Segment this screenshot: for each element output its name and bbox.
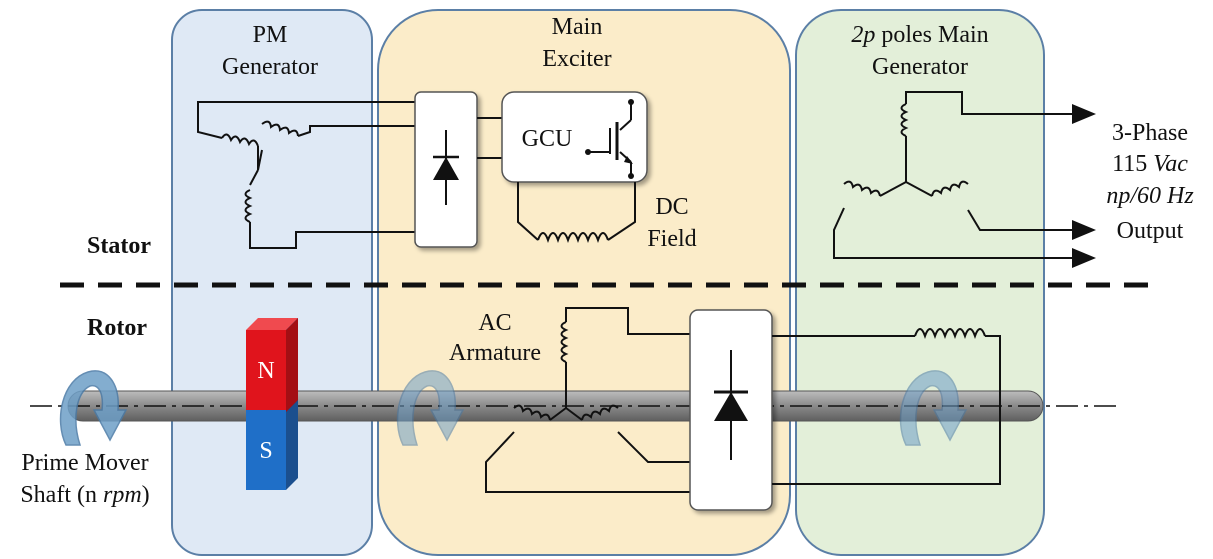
pm-title-line1: PM — [253, 22, 288, 48]
rotation-arrow-icon — [899, 370, 968, 446]
rotation-arrow-icon — [59, 370, 128, 446]
coil-icon — [513, 404, 551, 421]
pm-stator-winding — [197, 101, 415, 249]
exciter-title-line1: Main — [552, 14, 603, 40]
diode-icon — [433, 130, 459, 205]
stator-label: Stator — [87, 233, 151, 259]
main-gen-title-line2: Generator — [872, 54, 968, 80]
coil-icon — [261, 120, 299, 137]
rotation-arrow-icon — [396, 370, 465, 446]
coil-icon — [931, 180, 969, 197]
prime-mover-label: Prime Mover — [21, 450, 148, 476]
armature-label: Armature — [449, 340, 541, 366]
output-frequency-label: np/60 Hz — [1106, 183, 1194, 209]
ac-label: AC — [478, 310, 511, 336]
coil-icon — [843, 180, 881, 197]
dc-label: DC — [655, 194, 688, 220]
coil-icon — [560, 321, 569, 363]
coil-icon — [914, 328, 986, 339]
output-voltage-label: 115 Vac — [1112, 151, 1188, 177]
permanent-magnet: N S — [246, 318, 298, 490]
shaft-speed-label: Shaft (n rpm) — [20, 482, 149, 508]
main-gen-rotor-field — [772, 328, 1001, 485]
field-label: Field — [647, 226, 696, 252]
dc-field-winding — [517, 182, 636, 243]
igbt-icon — [585, 99, 634, 179]
coil-icon — [900, 103, 909, 137]
output-phase-label: 3-Phase — [1112, 120, 1188, 146]
output-label: Output — [1117, 218, 1184, 244]
magnet-north-label: N — [257, 358, 274, 384]
main-gen-stator-winding — [833, 91, 1080, 259]
ac-armature-winding — [485, 307, 690, 493]
pm-title-line2: Generator — [222, 54, 318, 80]
rotor-label: Rotor — [87, 315, 147, 341]
coil-icon — [581, 404, 619, 421]
coil-icon — [244, 189, 253, 223]
coil-icon — [221, 133, 259, 147]
gcu-box — [501, 91, 648, 183]
main-gen-title-line1: 2p poles Main — [851, 22, 988, 48]
coil-icon — [537, 232, 609, 243]
gcu-label: GCU — [522, 126, 573, 152]
magnet-south-label: S — [259, 438, 272, 464]
diode-icon — [714, 350, 748, 460]
exciter-title-line2: Exciter — [542, 46, 611, 72]
